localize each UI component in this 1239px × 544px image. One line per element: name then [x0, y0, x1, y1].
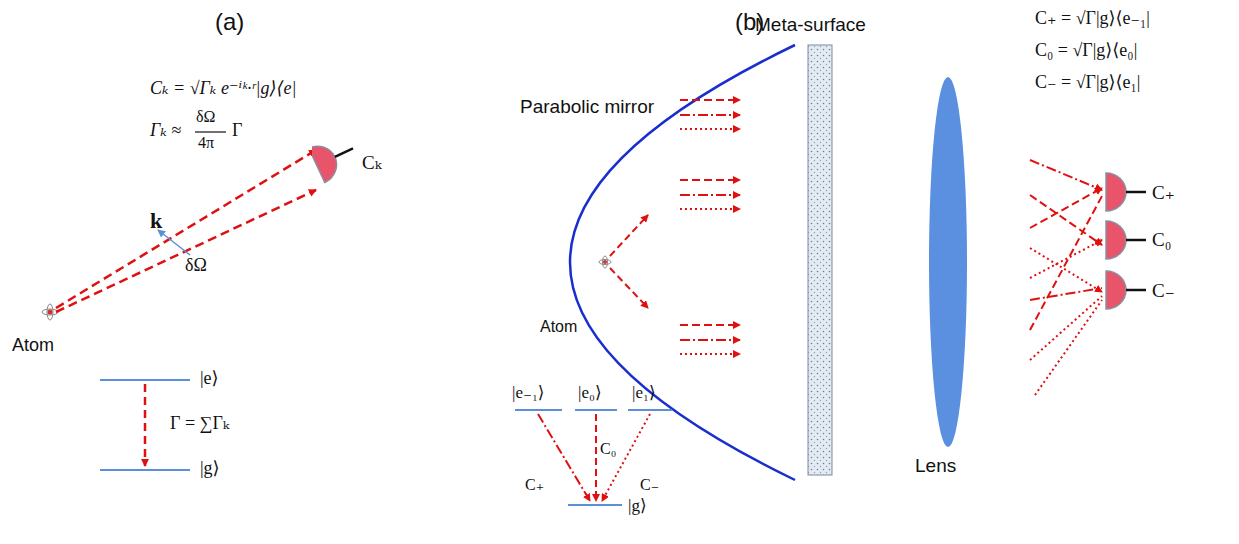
emission-ray: [56, 150, 316, 308]
level-label: |e⟩: [200, 368, 219, 389]
detector: C₀: [1102, 218, 1175, 262]
detector-label: C₊: [1152, 181, 1175, 204]
energy-level: [100, 469, 190, 471]
formula: Γ = ∑Γₖ: [170, 413, 229, 434]
pointer-line: [158, 230, 190, 255]
atom-symbol: [42, 304, 58, 320]
component-label: Parabolic mirror: [520, 96, 654, 118]
detector: C₊: [1102, 170, 1179, 214]
collimated-beams: [680, 100, 740, 354]
decay-arrow: [144, 384, 147, 466]
atom-label: Atom: [540, 318, 577, 336]
emission-ray: [610, 215, 648, 256]
level-label: |e₋₁⟩: [512, 383, 544, 403]
detector-label: Cₖ: [362, 151, 382, 174]
formula: C₊ = √Γ|g⟩⟨e₋₁|: [1035, 8, 1150, 29]
formula: 4π: [198, 134, 214, 152]
transition-label: C₀: [600, 440, 616, 458]
detector: C₋: [1102, 268, 1179, 312]
component-label: Lens: [915, 455, 956, 477]
formula: Γ: [232, 120, 242, 141]
energy-level: [515, 410, 672, 505]
formula: C₀ = √Γ|g⟩⟨e₀|: [1035, 40, 1137, 61]
decay-arrow: [538, 414, 590, 501]
wavevector-label: k: [150, 208, 162, 233]
atom-symbol: [599, 256, 611, 268]
emission-ray: [56, 190, 316, 312]
component-label: Meta-surface: [755, 14, 866, 36]
level-label: |g⟩: [200, 458, 220, 479]
solid-angle-label: δΩ: [185, 255, 207, 276]
detector-label: C₀: [1152, 229, 1171, 251]
panel-label: (a): [215, 8, 244, 36]
decay-arrow: [595, 414, 597, 501]
transition-label: C₊: [525, 476, 544, 494]
formula: Cₖ = √Γₖ e⁻ⁱᵏ·ʳ|g⟩⟨e|: [150, 78, 297, 99]
energy-level: [100, 379, 190, 381]
formula: Γₖ ≈: [150, 120, 181, 141]
level-label: |e₀⟩: [578, 383, 602, 403]
emission-ray: [610, 268, 648, 308]
meta-surface: [808, 45, 832, 475]
focused-rays: [1030, 160, 1102, 395]
detector-label: C₋: [1152, 279, 1175, 302]
level-label: |g⟩: [628, 496, 647, 516]
detector: Cₖ: [312, 140, 386, 184]
formula: δΩ: [196, 108, 215, 126]
atom-label: Atom: [12, 335, 54, 356]
lens: [929, 77, 967, 447]
fraction-bar: [195, 131, 226, 132]
formula: C₋ = √Γ|g⟩⟨e₁|: [1035, 72, 1140, 93]
level-label: |e₁⟩: [632, 383, 656, 403]
transition-label: C₋: [640, 476, 659, 494]
